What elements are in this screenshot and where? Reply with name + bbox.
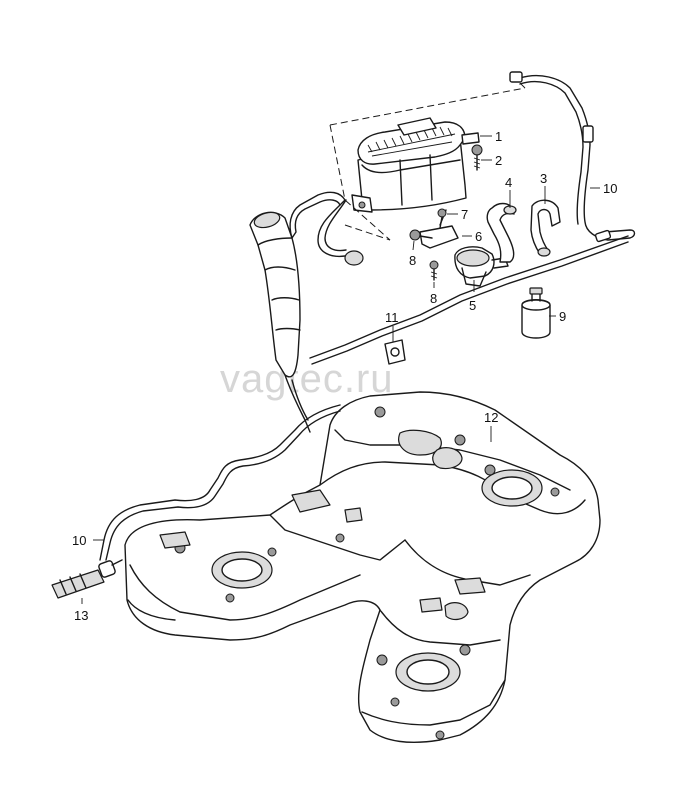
charcoal-canister xyxy=(351,117,480,213)
bolt-part-2 xyxy=(471,144,483,171)
callout-13: 13 xyxy=(74,608,88,623)
callout-8-lower: 8 xyxy=(430,291,437,306)
screw-part-8a xyxy=(409,229,433,241)
callout-4: 4 xyxy=(505,175,512,190)
clip-part-11 xyxy=(384,339,406,365)
callout-5: 5 xyxy=(469,298,476,313)
filter-part-9 xyxy=(521,287,551,339)
callout-12: 12 xyxy=(484,410,498,425)
hose-part-3 xyxy=(530,199,561,255)
callout-8-upper: 8 xyxy=(409,253,416,268)
watermark-text: vagtec.ru xyxy=(220,357,394,401)
fuel-tank xyxy=(124,391,601,743)
screw-part-7 xyxy=(437,208,447,229)
connector-part-13 xyxy=(51,559,123,599)
callout-10-left: 10 xyxy=(72,533,86,548)
vent-hose-loop xyxy=(289,191,346,239)
fuel-line-left xyxy=(99,404,341,561)
vent-line-main xyxy=(309,235,629,359)
callout-1: 1 xyxy=(495,129,502,144)
screw-part-8b xyxy=(429,260,439,281)
fuel-line-left-2 xyxy=(105,410,341,561)
leader-lines xyxy=(81,135,600,604)
callout-11: 11 xyxy=(385,310,399,325)
callout-labels: 1 2 3 4 5 6 7 8 8 9 10 10 11 12 13 xyxy=(72,129,617,623)
callout-10-right: 10 xyxy=(603,181,617,196)
callout-2: 2 xyxy=(495,153,502,168)
callout-3: 3 xyxy=(540,171,547,186)
callout-9: 9 xyxy=(559,309,566,324)
filler-neck xyxy=(249,211,311,433)
callout-7: 7 xyxy=(461,207,468,222)
vent-line-right xyxy=(519,74,636,241)
callout-6: 6 xyxy=(475,229,482,244)
